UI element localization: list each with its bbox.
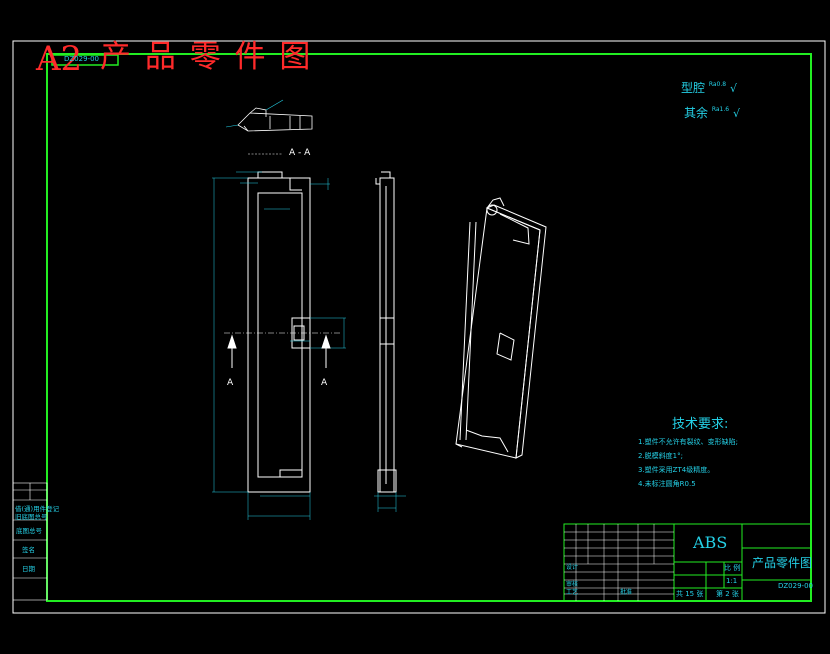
side-view-dimensions [374,492,406,512]
title-block-drawing-no: DZ029-00 [778,582,813,590]
title-row-label: 批准 [620,589,633,596]
roughness-cavity-label: 型腔 [681,81,706,95]
tech-req-item: 3.塑件采用ZT4级精度。 [638,466,715,474]
scale-header: 比 例 [724,564,741,572]
roughness-cavity-value: Ra0.8 [708,81,727,88]
material-label: ABS [693,533,728,552]
tech-req-item: 1.塑件不允许有裂纹、变形缺陷; [638,438,739,446]
left-stamp-label: 底图总号 [16,527,42,535]
sheet-title-overlay: 产 品 零 件 图 [100,39,313,75]
section-arrows [227,334,331,368]
tech-req-title: 技术要求: [672,417,729,432]
left-stamp-label: 日期 [22,565,35,573]
section-arrow-label-right: A [321,378,328,388]
title-row-label: 工艺 [566,589,579,596]
left-stamp-column [12,482,48,601]
isometric-view [455,197,547,459]
title-block [563,523,812,602]
inner-frame [46,53,812,602]
sheet-number: 第 2 张 [716,590,739,598]
scale-value: 1:1 [726,577,738,585]
tech-req-item: 2.脱模斜度1°; [638,452,683,460]
drawing-no-top: DZ029-00 [64,55,99,63]
roughness-symbol-icon: √ [732,107,740,120]
left-stamp-label: 旧底图总号 [15,513,48,521]
left-stamp-label: 签名 [22,546,35,554]
front-view-dimensions [212,171,346,520]
sheet-count: 共 15 张 [676,590,704,598]
roughness-symbol-icon: √ [729,82,737,95]
section-view-label: A - A [289,148,311,158]
title-row-label: 审核 [566,581,579,588]
roughness-rest: 其余 Ra1.6 √ [684,106,740,120]
front-view [247,171,311,493]
tech-req-item: 4.未标注圆角R0.5 [638,480,696,488]
roughness-rest-value: Ra1.6 [711,106,730,113]
section-arrow-label-left: A [227,378,234,388]
part-name-label: 产品零件图 [752,556,813,570]
outer-border [12,40,826,614]
drawing-no-box [51,54,119,66]
sheet-size-label: A2 [36,39,83,79]
title-row-label: 设计 [566,564,579,571]
roughness-cavity: 型腔 Ra0.8 √ [681,81,737,95]
detail-iso-small [225,99,313,132]
left-stamp-label: 借(通)用件登记 [15,505,60,513]
side-view [375,171,397,493]
roughness-rest-label: 其余 [684,106,709,120]
title-block-grid [564,524,674,601]
